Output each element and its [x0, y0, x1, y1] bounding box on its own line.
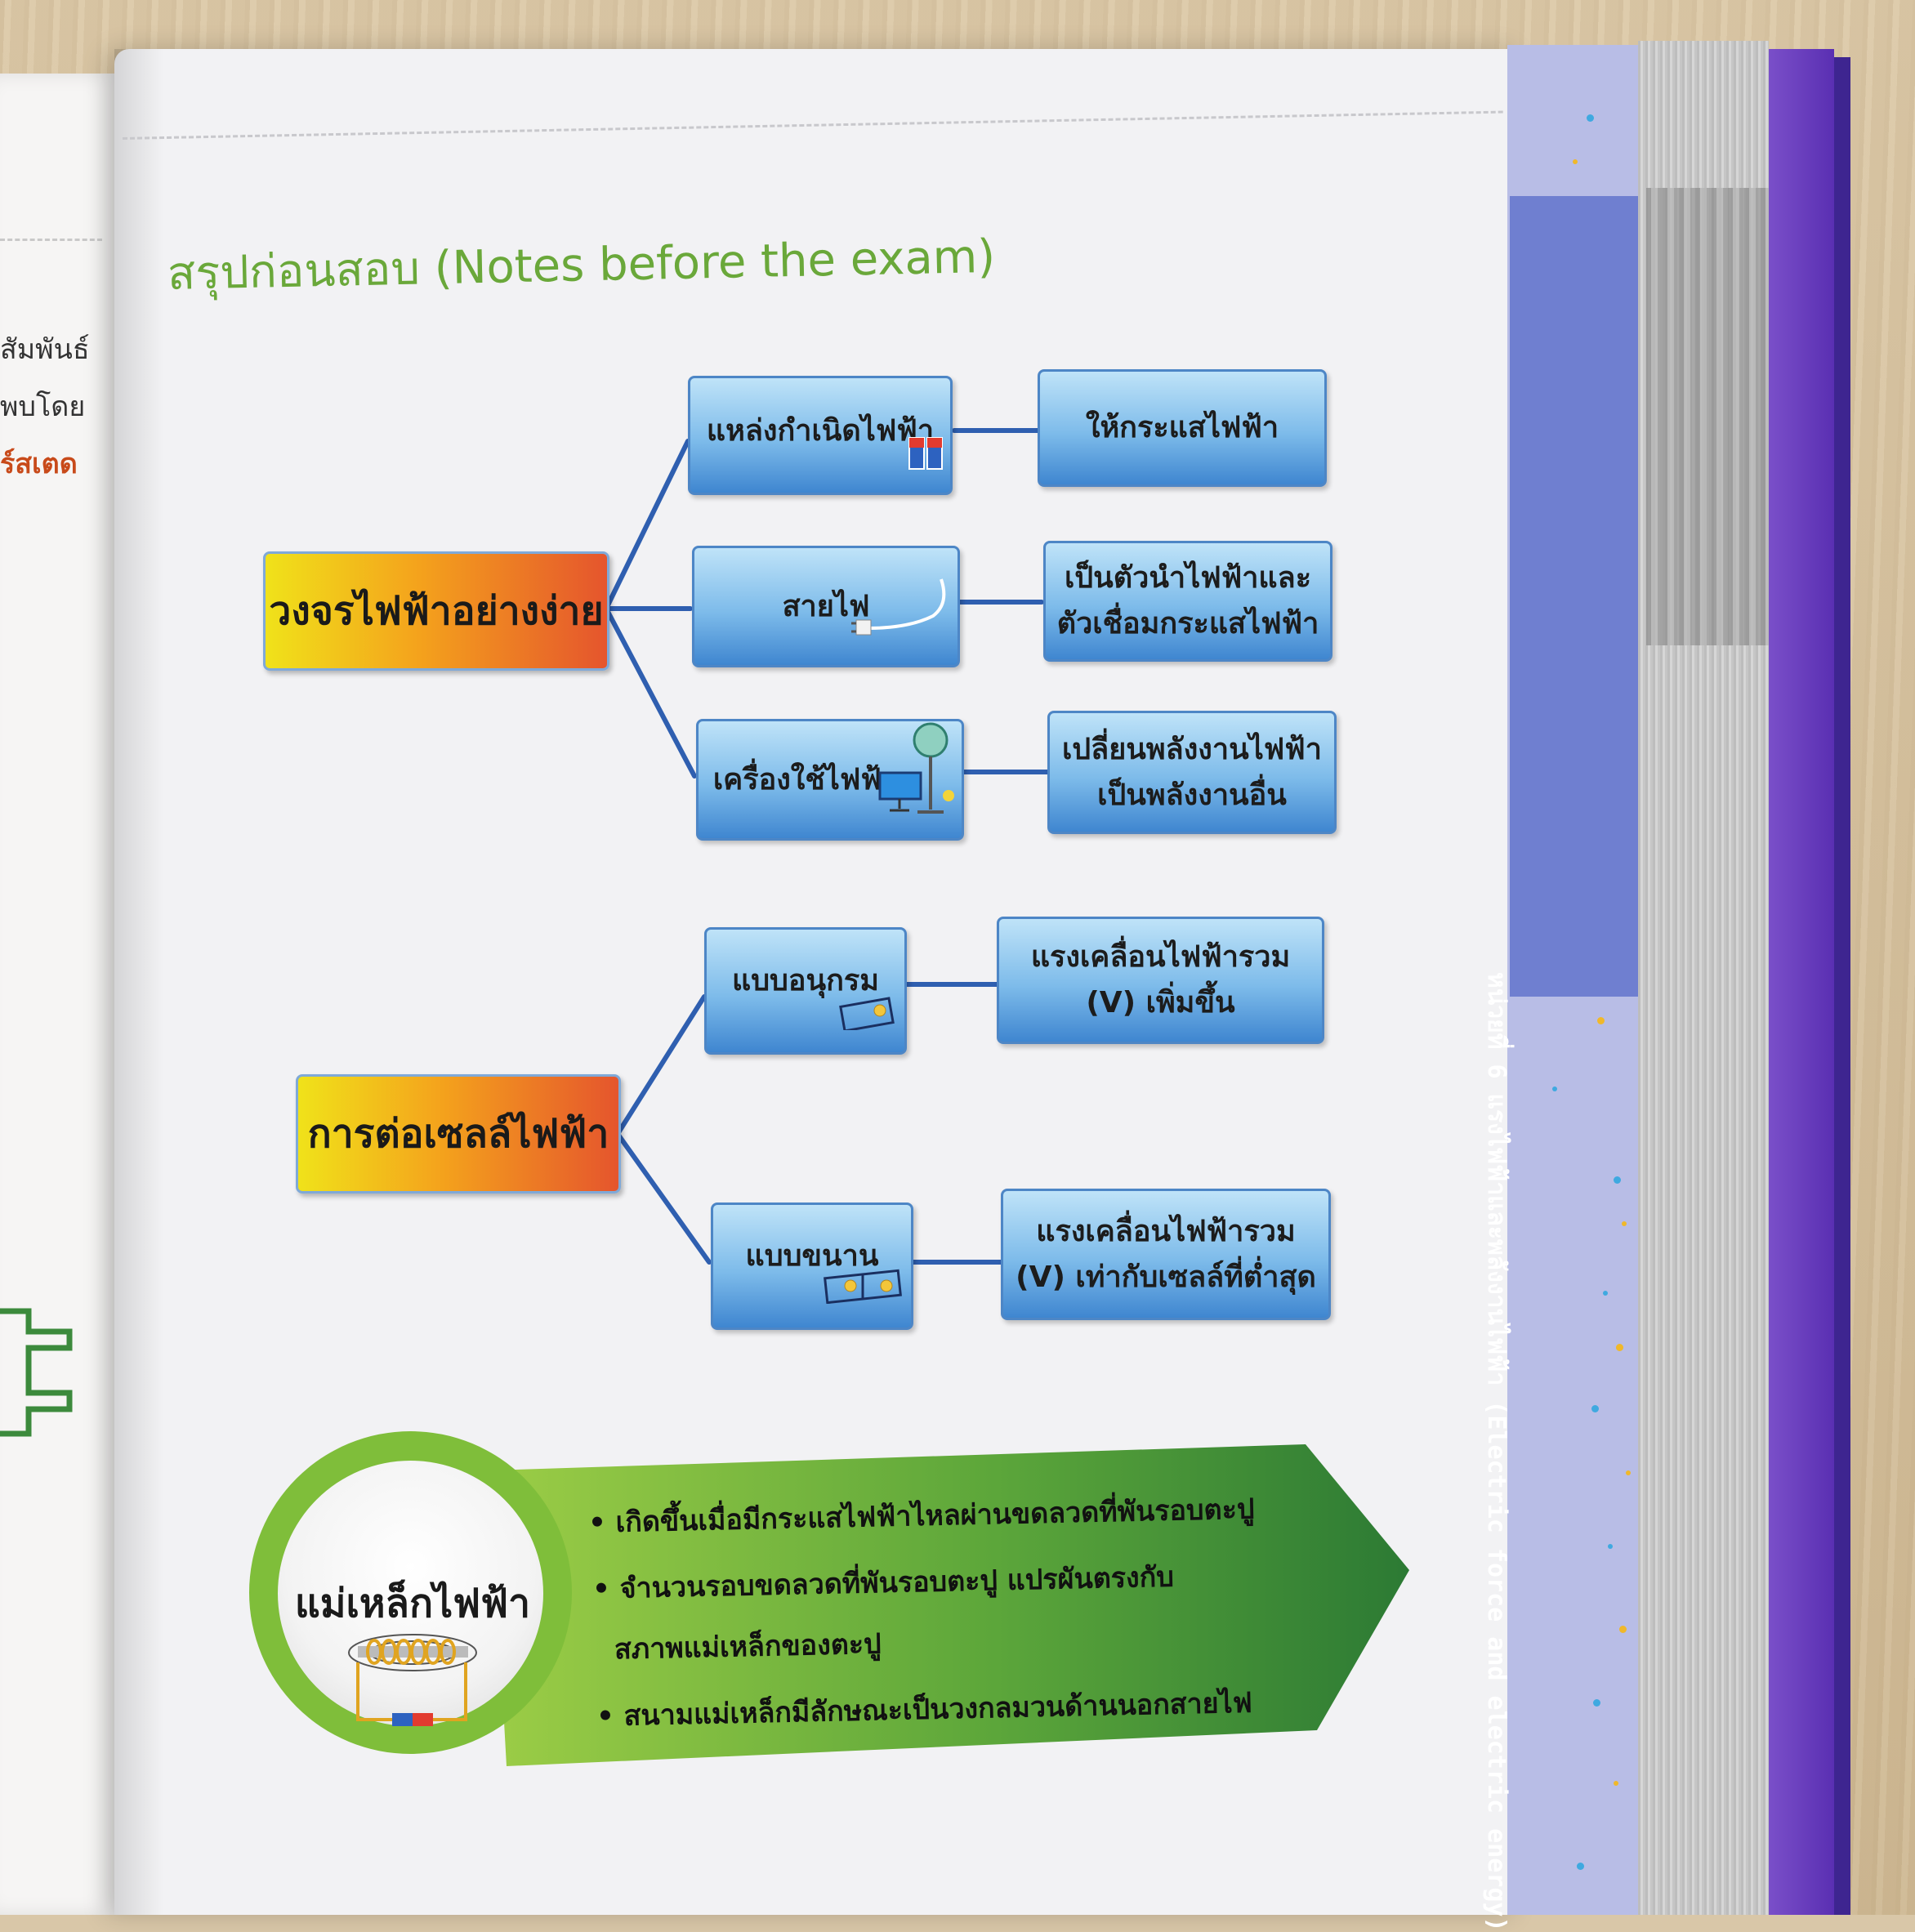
battery-icon: [908, 433, 944, 484]
left-text-line-1: สัมพันธ์: [0, 333, 90, 366]
plug-wire-icon: [851, 571, 949, 658]
map1-desc-source: ให้กระแสไฟฟ้า: [1038, 369, 1327, 487]
map1-node-source: แหล่งกำเนิดไฟฟ้า: [688, 376, 953, 495]
coil-icon: [348, 1634, 477, 1726]
map2-node-series: แบบอนุกรม: [704, 927, 907, 1055]
map2-desc-series: แรงเคลื่อนไฟฟ้ารวม (V) เพิ่มขึ้น: [997, 917, 1324, 1044]
map2-node-parallel-label: แบบขนาน: [745, 1238, 879, 1273]
plug-outline-icon: [0, 1308, 73, 1437]
map2-desc-series-line-2: (V) เพิ่มขึ้น: [1086, 986, 1235, 1020]
left-text-line-3: ร์สเตด: [0, 448, 78, 480]
book-cover: [1769, 49, 1834, 1915]
map1-node-appliance: เครื่องใช้ไฟฟ้า: [696, 719, 964, 841]
map1-desc-wire: เป็นตัวนำไฟฟ้าและ ตัวเชื่อมกระแสไฟฟ้า: [1043, 541, 1332, 662]
left-dashed-line: [0, 239, 102, 241]
map1-node-appliance-label: เครื่องใช้ไฟฟ้า: [712, 762, 899, 796]
map2-desc-series-line-1: แรงเคลื่อนไฟฟ้ารวม: [1030, 940, 1291, 975]
map1-desc-source-text: ให้กระแสไฟฟ้า: [1085, 411, 1279, 445]
map1-desc-appliance-line-2: เป็นพลังงานอื่น: [1097, 778, 1287, 812]
electromagnet-title: แม่เหล็กไฟฟ้า: [294, 1581, 531, 1626]
map2-root: การต่อเซลล์ไฟฟ้า: [296, 1074, 621, 1194]
electromagnet-bullet-2-cont: สภาพแม่เหล็กของตะปู: [614, 1627, 882, 1667]
left-text-line-2: พบโดย: [0, 390, 86, 423]
parallel-circuit-icon: [823, 1268, 904, 1318]
map2-desc-parallel-line-2: (V) เท่ากับเซลล์ที่ต่ำสุด: [1016, 1260, 1316, 1294]
map1-node-wire-label: สายไฟ: [782, 589, 870, 623]
chapter-tab[interactable]: [1510, 196, 1653, 997]
map1-node-source-label: แหล่งกำเนิดไฟฟ้า: [706, 414, 935, 448]
map2-node-parallel: แบบขนาน: [711, 1202, 913, 1330]
series-circuit-icon: [839, 991, 896, 1044]
appliances-icon: [875, 716, 957, 832]
electromagnet-inner-circle: [278, 1461, 543, 1726]
map2-node-series-label: แบบอนุกรม: [732, 963, 879, 997]
map1-desc-wire-line-1: เป็นตัวนำไฟฟ้าและ: [1064, 561, 1312, 596]
map2-desc-parallel: แรงเคลื่อนไฟฟ้ารวม (V) เท่ากับเซลล์ที่ต่…: [1001, 1189, 1331, 1320]
map1-node-wire: สายไฟ: [692, 546, 960, 667]
left-page: สัมพันธ์ พบโดย ร์สเตด: [0, 74, 123, 1915]
map1-desc-appliance-line-1: เปลี่ยนพลังงานไฟฟ้า: [1062, 732, 1322, 766]
map1-root: วงจรไฟฟ้าอย่างง่าย: [263, 551, 609, 671]
map1-desc-wire-line-2: ตัวเชื่อมกระแสไฟฟ้า: [1056, 607, 1319, 640]
map1-desc-appliance: เปลี่ยนพลังงานไฟฟ้า เป็นพลังงานอื่น: [1047, 711, 1337, 834]
map2-desc-parallel-line-1: แรงเคลื่อนไฟฟ้ารวม: [1036, 1214, 1296, 1248]
